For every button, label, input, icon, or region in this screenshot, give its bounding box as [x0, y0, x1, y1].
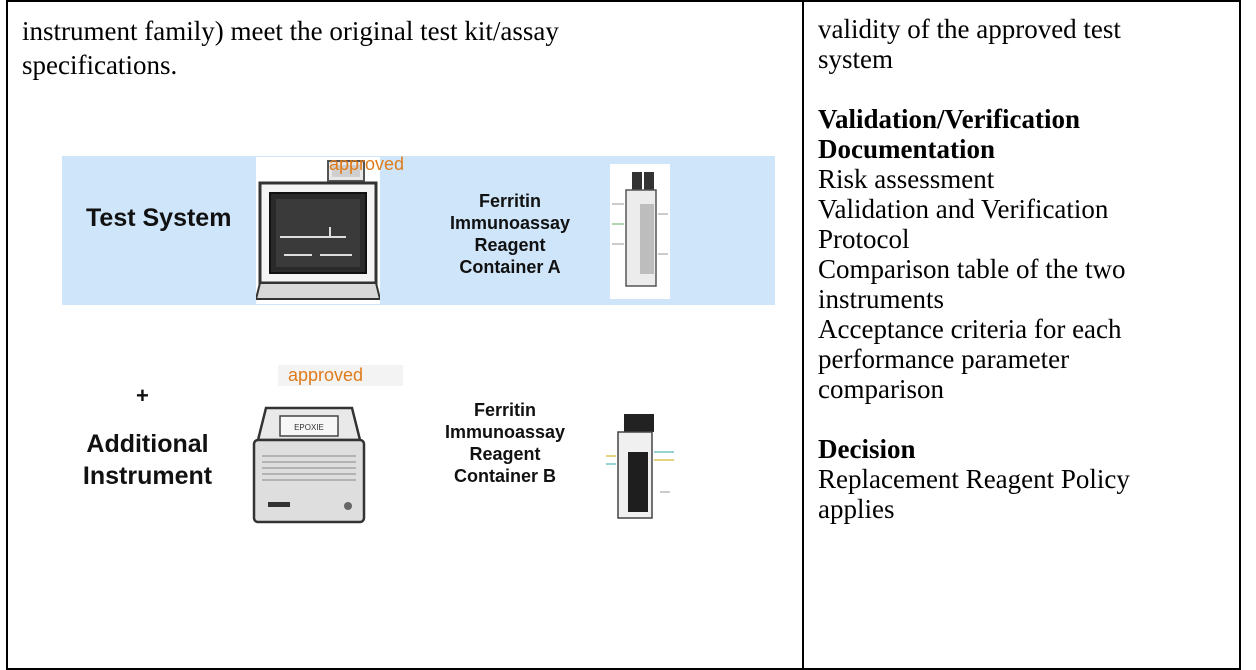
additional-instrument-line-2: Instrument	[82, 462, 213, 490]
reagent-a-line-3: Reagent	[474, 235, 546, 255]
column-divider	[802, 0, 804, 670]
approved-label-a: approved	[329, 154, 405, 174]
test-system-label: Test System	[86, 204, 232, 232]
doc-item-4: Comparison table of the two	[818, 254, 1126, 284]
table-top-border	[6, 0, 1241, 2]
instrument-b-image: EPOXIE	[248, 398, 370, 528]
reagent-b-label: Ferritin Immunoassay Reagent Container B	[420, 399, 590, 487]
right-cell-text: validity of the approved test system Val…	[818, 14, 1238, 524]
reagent-cartridge-a-icon	[610, 164, 670, 299]
documentation-heading-line-2: Documentation	[818, 134, 995, 164]
reagent-container-b-image	[604, 412, 676, 524]
right-line-1: validity of the approved test	[818, 14, 1121, 44]
doc-item-6: Acceptance criteria for each	[818, 314, 1122, 344]
instrument-b-badge: EPOXIE	[294, 423, 324, 432]
left-text-line-1: instrument family) meet the original tes…	[22, 16, 559, 46]
doc-item-1: Risk assessment	[818, 164, 995, 194]
doc-item-2: Validation and Verification	[818, 194, 1109, 224]
reagent-a-line-2: Immunoassay	[449, 213, 571, 233]
reagent-b-line-2: Immunoassay	[444, 422, 566, 442]
reagent-a-label: Ferritin Immunoassay Reagent Container A	[430, 190, 590, 278]
documentation-heading-line-1: Validation/Verification	[818, 104, 1081, 134]
decision-line-2: applies	[818, 494, 895, 524]
reagent-a-line-4: Container A	[459, 257, 561, 277]
additional-instrument-line-1: Additional	[86, 430, 209, 458]
decision-line-1: Replacement Reagent Policy	[818, 464, 1130, 494]
additional-instrument-label: Additional Instrument	[80, 428, 215, 492]
instrument-a-icon	[254, 157, 382, 304]
left-cell-text: instrument family) meet the original tes…	[22, 14, 792, 82]
reagent-b-line-3: Reagent	[469, 444, 541, 464]
reagent-a-line-1: Ferritin	[478, 191, 541, 211]
document-table	[6, 0, 1241, 670]
decision-heading: Decision	[818, 434, 916, 464]
approved-label-b: approved	[278, 365, 404, 386]
reagent-b-line-1: Ferritin	[473, 400, 536, 420]
doc-item-5: instruments	[818, 284, 944, 314]
reagent-cartridge-b-icon	[606, 414, 674, 519]
right-line-2: system	[818, 44, 894, 74]
reagent-container-a-image	[610, 164, 670, 299]
plus-sign: +	[136, 383, 149, 408]
doc-item-3: Protocol	[818, 224, 910, 254]
left-text-line-2: specifications.	[22, 50, 178, 80]
reagent-b-line-4: Container B	[453, 466, 556, 486]
instrument-a-image	[254, 157, 382, 304]
doc-item-7: performance parameter	[818, 344, 1070, 374]
instrument-b-icon: EPOXIE	[252, 406, 366, 524]
doc-item-8: comparison	[818, 374, 944, 404]
